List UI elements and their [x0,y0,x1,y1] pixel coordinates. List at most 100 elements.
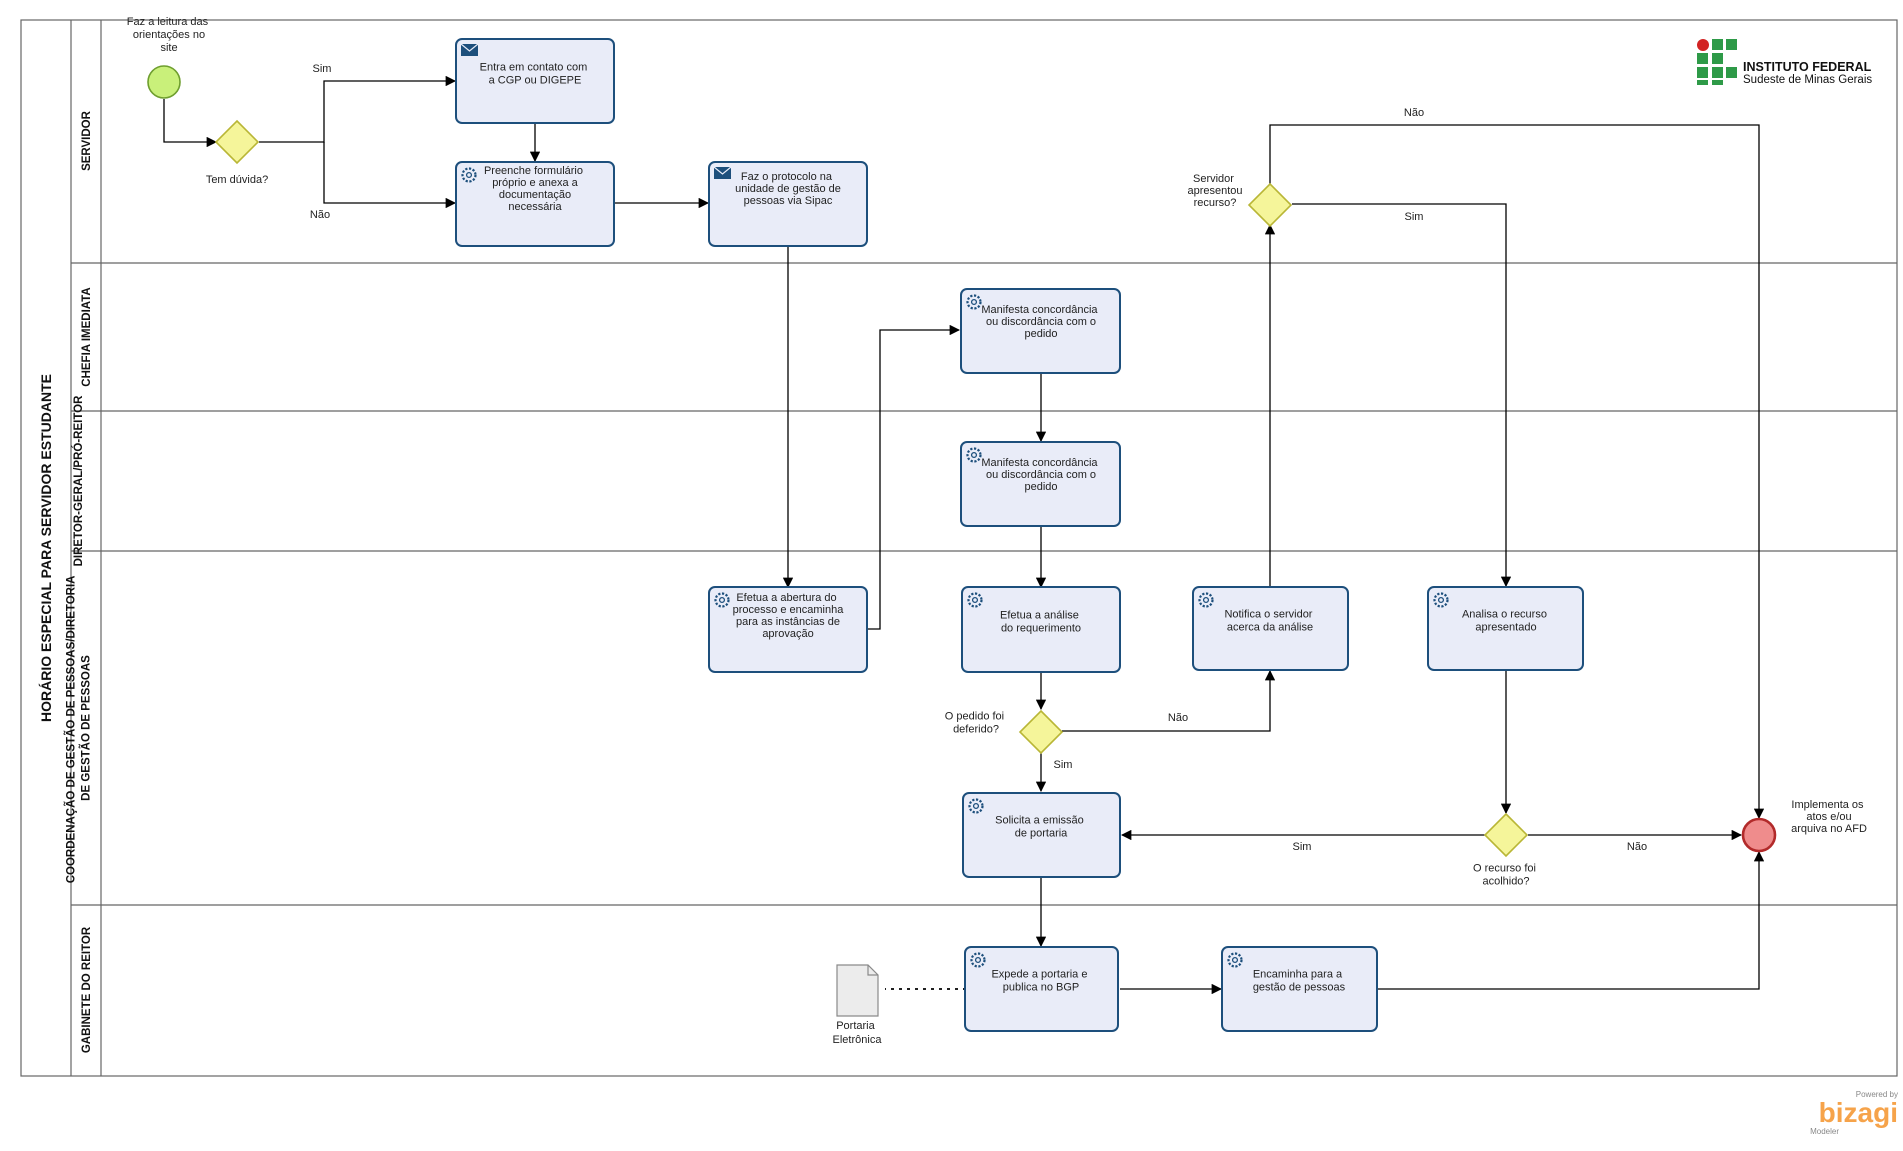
task-protocolo-label: Faz o protocolo na [741,171,833,183]
task-analise-label-line: do requerimento [1001,623,1081,635]
gear-icon [1198,592,1214,608]
gateway-duvida[interactable] [214,119,260,165]
lane-title-cgp-text-line: DE GESTÃO DE PESSOAS [80,655,93,801]
task-encaminha-label-line: gestão de pessoas [1253,982,1346,994]
task-diretor[interactable]: Manifesta concordância ou discordância c… [960,441,1121,527]
gateway-apresentou-label-text: Servidor [1193,173,1234,185]
lane-title-diretor-text: DIRETOR-GERAL/PRÓ-REITOR [72,395,85,566]
task-expede[interactable]: Expede a portaria e publica no BGP [964,946,1119,1032]
task-contato-text: Entra em contato com a CGP ou DIGEPE [480,62,591,87]
flow-label-acolhido-nao: Não [1627,841,1647,853]
task-contato-label-line: a CGP ou DIGEPE [489,75,582,87]
data-object-label-text: Portaria [836,1020,875,1032]
gear-icon [967,592,983,608]
task-chefia-label-line: ou discordância com o [986,316,1096,328]
flow-label-duvida-nao: Não [310,209,330,221]
task-recurso-label: Analisa o recurso [1462,609,1547,621]
flow-label-deferido-sim: Sim [1054,759,1073,771]
gateway-apresentou-recurso[interactable] [1247,182,1293,228]
task-notifica-text: Notifica o servidor acerca da análise [1224,609,1315,634]
task-solicita-text: Solicita a emissão de portaria [995,815,1087,840]
flow-label-acolhido-sim: Sim [1293,841,1312,853]
gateway-acolhido-label-text-line: acolhido? [1482,876,1529,888]
task-chefia-label: Manifesta concordância [981,304,1098,316]
task-abertura-text: Efetua a abertura do processo e encaminh… [733,592,845,640]
task-chefia-label-line: pedido [1024,328,1057,340]
task-expede-text: Expede a portaria e publica no BGP [991,969,1090,994]
gear-icon [968,798,984,814]
lane-title-servidor: SERVIDOR [81,110,93,171]
gateway-deferido-label: O pedido foi deferido? [945,711,1007,736]
task-chefia[interactable]: Manifesta concordância ou discordância c… [960,288,1121,374]
gear-icon [1433,592,1449,608]
task-contato[interactable]: Entra em contato com a CGP ou DIGEPE [455,38,615,124]
data-object-portaria[interactable] [836,964,879,1017]
lane-title-cgp: COORDENAÇÃO DE GESTÃO DE PESSOAS/DIRETOR… [65,573,93,884]
lane-title-gabinete: GABINETE DO REITOR [81,926,93,1053]
start-event[interactable] [147,65,181,99]
bizagi-edition: Modeler [1810,1127,1839,1136]
task-recurso[interactable]: Analisa o recurso apresentado [1427,586,1584,671]
end-event-label-text-line: arquiva no AFD [1791,823,1867,835]
task-diretor-label-line: pedido [1024,481,1057,493]
task-abertura-label-line: para as instâncias de [736,616,840,628]
task-encaminha-label: Encaminha para a [1253,969,1343,981]
task-solicita[interactable]: Solicita a emissão de portaria [962,792,1121,878]
gateway-deferido-label-text-line: deferido? [953,724,999,736]
lane-title-diretor: DIRETOR-GERAL/PRÓ-REITOR [72,395,85,566]
pool-title: HORÁRIO ESPECIAL PARA SERVIDOR ESTUDANTE [38,374,54,722]
task-abertura-label-line: aprovação [762,628,813,640]
data-object-label-text-line: Eletrônica [833,1034,883,1046]
task-analise-label: Efetua a análise [1000,610,1079,622]
lane-title-chefia: CHEFIA IMEDIATA [81,287,93,386]
task-encaminha[interactable]: Encaminha para a gestão de pessoas [1221,946,1378,1032]
gear-icon [461,167,477,183]
task-preenche-label: Preenche formulário [484,165,583,177]
task-diretor-label: Manifesta concordância [981,457,1098,469]
task-notifica[interactable]: Notifica o servidor acerca da análise [1192,586,1349,671]
envelope-icon [460,43,479,56]
gateway-apresentou-label-text-line: apresentou [1187,185,1242,197]
brand-subtitle: Sudeste de Minas Gerais [1743,74,1872,86]
brand-name: INSTITUTO FEDERAL [1743,60,1872,74]
lane-labels: SERVIDOR CHEFIA IMEDIATA DIRETOR-GERAL/P… [65,110,94,1053]
gateway-acolhido-label-text: O recurso foi [1473,863,1536,875]
task-contato-label: Entra em contato com [480,62,588,74]
task-protocolo-label-line: pessoas via Sipac [744,195,833,207]
task-analise[interactable]: Efetua a análise do requerimento [961,586,1121,673]
gear-icon [970,952,986,968]
task-encaminha-text: Encaminha para a gestão de pessoas [1253,969,1346,994]
task-abertura[interactable]: Efetua a abertura do processo e encaminh… [708,586,868,673]
task-recurso-text: Analisa o recurso apresentado [1462,609,1550,634]
task-recurso-label-line: apresentado [1475,622,1536,634]
gateway-acolhido[interactable] [1483,812,1529,858]
data-object-label: Portaria Eletrônica [833,1020,883,1046]
end-event-label-text: Implementa os [1791,799,1864,811]
task-notifica-label: Notifica o servidor [1224,609,1312,621]
gateway-deferido[interactable] [1018,709,1064,755]
end-event[interactable] [1741,817,1777,853]
gateway-apresentou-label-text-line: recurso? [1194,197,1237,209]
task-expede-label: Expede a portaria e [991,969,1087,981]
bizagi-logo: Powered by bizagi Modeler [1810,1090,1898,1136]
task-diretor-text: Manifesta concordância ou discordância c… [981,457,1100,493]
task-chefia-text: Manifesta concordância ou discordância c… [981,304,1100,340]
start-event-label-text-line: site [160,42,177,54]
gateway-duvida-label: Tem dúvida? [206,174,268,186]
envelope-icon [713,166,732,179]
pool: HORÁRIO ESPECIAL PARA SERVIDOR ESTUDANTE [20,19,1898,1077]
flow-label-apresentou-sim: Sim [1405,211,1424,223]
bizagi-powered: Powered by [1856,1090,1898,1099]
start-event-label-text: Faz a leitura das [127,16,209,28]
gear-icon [966,294,982,310]
task-solicita-label-line: de portaria [1015,828,1068,840]
gear-icon [966,447,982,463]
